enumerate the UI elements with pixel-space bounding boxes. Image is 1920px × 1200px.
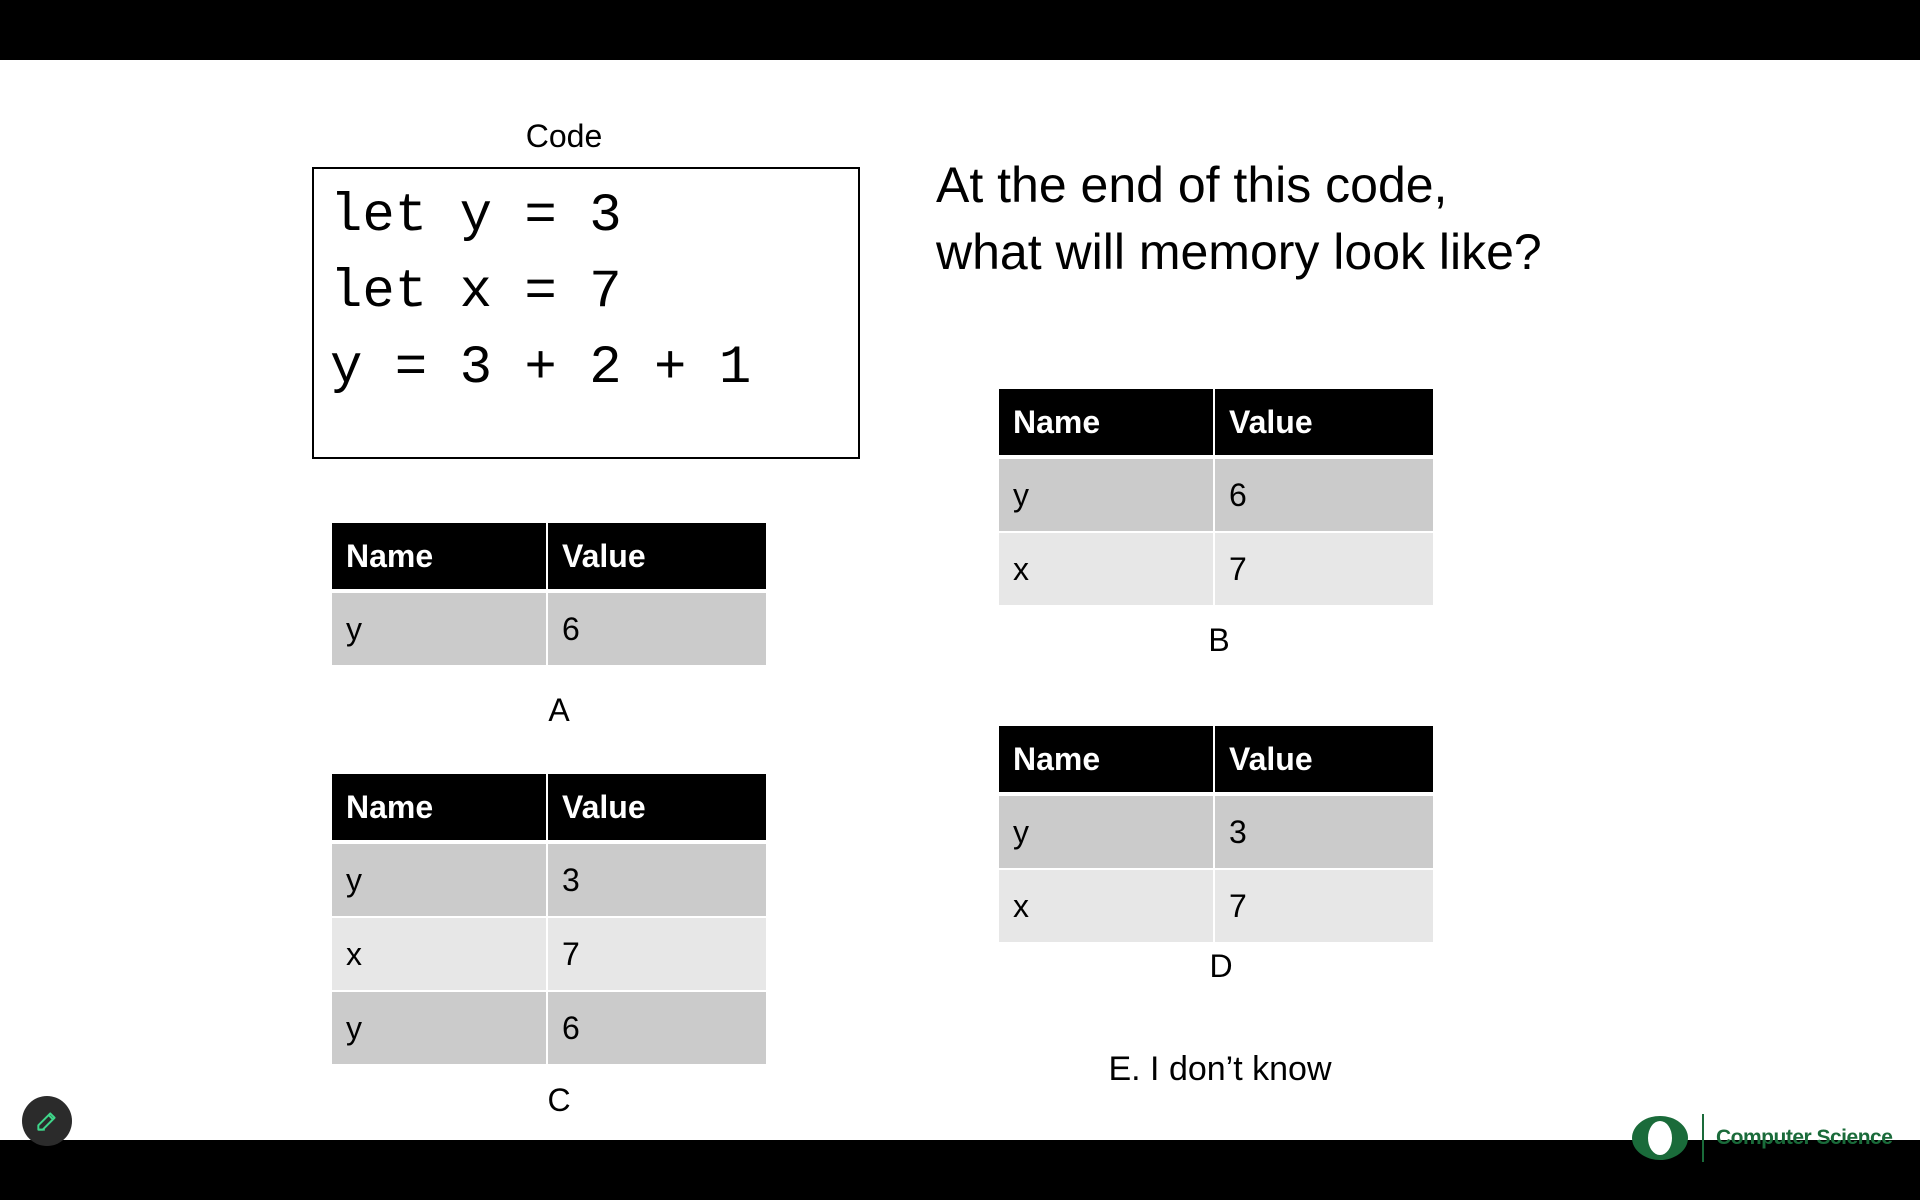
header-name: Name xyxy=(999,389,1215,459)
header-value: Value xyxy=(548,774,766,844)
cell-value: 3 xyxy=(548,844,766,918)
cell-value: 6 xyxy=(548,992,766,1066)
cell-value: 7 xyxy=(548,918,766,992)
table-row: y 3 xyxy=(332,844,766,918)
table-row: y 3 xyxy=(999,796,1433,870)
header-name: Name xyxy=(332,774,548,844)
table-row: x 7 xyxy=(332,918,766,992)
code-line-3: y = 3 + 2 + 1 xyxy=(330,338,752,399)
header-name: Name xyxy=(332,523,548,593)
logo-text: Computer Science xyxy=(1716,1126,1893,1149)
header-value: Value xyxy=(548,523,766,593)
option-label-b: B xyxy=(1208,622,1230,658)
option-label-c: C xyxy=(547,1082,571,1118)
slide: Code let y = 3 let x = 7 y = 3 + 2 + 1 A… xyxy=(0,60,1920,1162)
option-e: E. I don’t know xyxy=(1108,1050,1332,1088)
university-logo: Computer Science xyxy=(1630,1114,1893,1162)
cell-name: y xyxy=(332,844,548,918)
cell-value: 7 xyxy=(1215,533,1433,607)
header-value: Value xyxy=(1215,726,1433,796)
table-row: y 6 xyxy=(999,459,1433,533)
cell-name: y xyxy=(332,593,548,667)
memory-table-b: Name Value y 6 x 7 xyxy=(999,389,1433,607)
code-box: let y = 3 let x = 7 y = 3 + 2 + 1 xyxy=(312,167,860,459)
option-label-a: A xyxy=(548,692,570,728)
memory-table-a: Name Value y 6 xyxy=(332,523,766,667)
cell-name: x xyxy=(332,918,548,992)
code-line-2: let x = 7 xyxy=(330,262,622,323)
pencil-icon xyxy=(37,1112,56,1131)
option-label-d: D xyxy=(1209,948,1233,984)
table-row: y 6 xyxy=(332,593,766,667)
cell-name: x xyxy=(999,870,1215,944)
cell-value: 3 xyxy=(1215,796,1433,870)
table-row: x 7 xyxy=(999,870,1433,944)
annotation-pen-button[interactable] xyxy=(22,1096,72,1146)
memory-table-d: Name Value y 3 x 7 xyxy=(999,726,1433,944)
logo-divider xyxy=(1702,1114,1704,1162)
cell-name: y xyxy=(999,796,1215,870)
cell-value: 7 xyxy=(1215,870,1433,944)
header-name: Name xyxy=(999,726,1215,796)
code-line-1: let y = 3 xyxy=(330,186,622,247)
table-row: y 6 xyxy=(332,992,766,1066)
cell-value: 6 xyxy=(1215,459,1433,533)
header-value: Value xyxy=(1215,389,1433,459)
code-title: Code xyxy=(525,118,603,154)
cell-name: y xyxy=(332,992,548,1066)
memory-table-c: Name Value y 3 x 7 y 6 xyxy=(332,774,766,1066)
cell-name: x xyxy=(999,533,1215,607)
table-row: x 7 xyxy=(999,533,1433,607)
o-logo-icon xyxy=(1632,1116,1688,1160)
cell-value: 6 xyxy=(548,593,766,667)
question-text: At the end of this code, what will memor… xyxy=(936,157,1542,280)
cell-name: y xyxy=(999,459,1215,533)
